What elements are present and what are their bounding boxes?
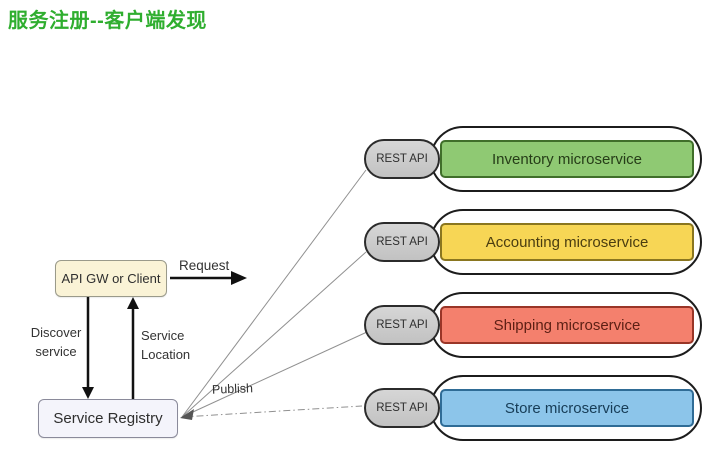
service-group-inventory: Inventory microservice REST API: [364, 126, 702, 192]
publish-label: Publish: [211, 381, 254, 397]
store-microservice-box: Store microservice: [440, 389, 694, 427]
publish-lines: [180, 169, 368, 420]
publish-arrowhead: [180, 409, 194, 420]
rest-api-pill: REST API: [364, 139, 440, 179]
service-registry-box: Service Registry: [38, 399, 178, 438]
inventory-microservice-box: Inventory microservice: [440, 140, 694, 178]
request-label: Request: [179, 258, 230, 273]
shipping-microservice-box: Shipping microservice: [440, 306, 694, 344]
rest-api-pill: REST API: [364, 305, 440, 345]
rest-api-pill: REST API: [364, 222, 440, 262]
api-gw-client-box: API GW or Client: [55, 260, 167, 297]
service-group-store: Store microservice REST API: [364, 375, 702, 441]
accounting-microservice-box: Accounting microservice: [440, 223, 694, 261]
service-group-shipping: Shipping microservice REST API: [364, 292, 702, 358]
service-location-label: Service Location: [141, 328, 191, 362]
service-group-accounting: Accounting microservice REST API: [364, 209, 702, 275]
service-location-arrow: [127, 297, 139, 399]
page-title: 服务注册--客户端发现: [8, 10, 207, 32]
rest-api-pill: REST API: [364, 388, 440, 428]
discover-service-label: Discover service: [30, 325, 82, 359]
